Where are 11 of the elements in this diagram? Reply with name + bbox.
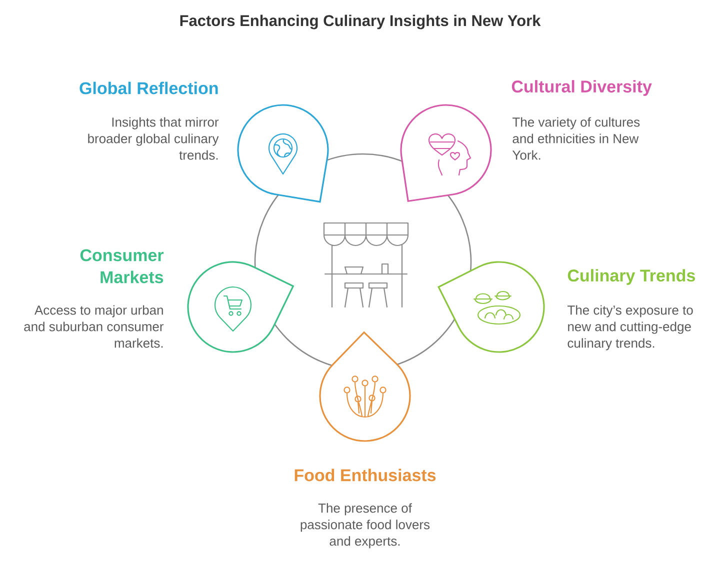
heading: Cultural Diversity — [512, 80, 652, 96]
description: The presence of passionate food lovers and experts. — [300, 503, 430, 548]
title: Factors Enhancing Culinary Insights in New York — [180, 14, 541, 30]
heading: Culinary Trends — [568, 269, 695, 285]
description: Access to major urban and suburban consumer markets. — [24, 305, 164, 348]
description: The city’s exposure to new and cutting-edge culinary trends. — [568, 305, 693, 350]
heading: Global Reflection — [80, 82, 218, 94]
description: Insights that mirror broader global culinary trends. — [88, 117, 219, 160]
description: The variety of cultures and ethnicities in New York. — [512, 117, 640, 160]
heading: Food Enthusiasts — [294, 468, 436, 482]
heading: Consumer Markets — [80, 249, 164, 284]
